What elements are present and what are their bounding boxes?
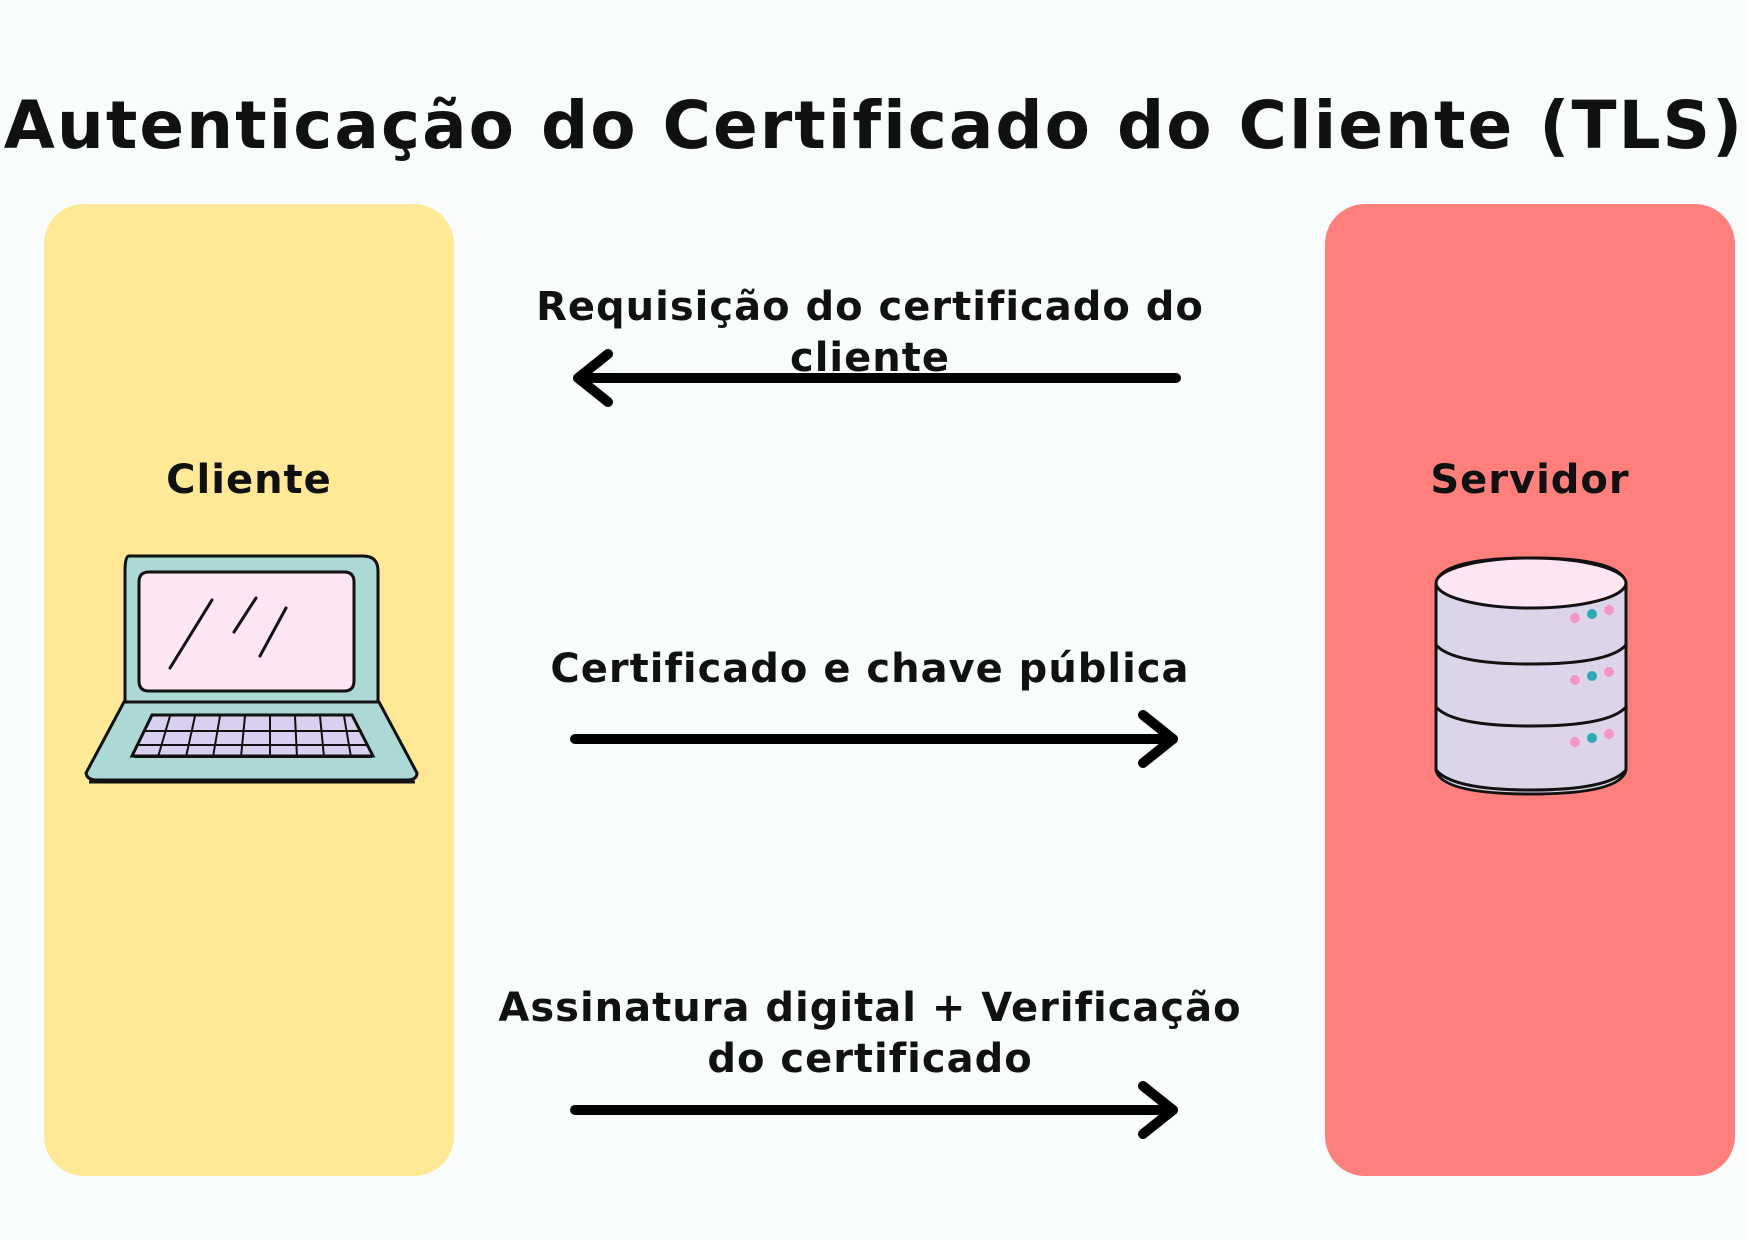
laptop-icon (84, 554, 419, 784)
server-database-icon (1434, 556, 1628, 796)
right-arrow-icon (570, 710, 1178, 768)
right-arrow-icon (570, 1081, 1178, 1139)
client-certificate-request-label: Requisição do certificado do cliente (536, 284, 1204, 381)
left-arrow-icon (573, 349, 1181, 407)
server-panel: Servidor (1325, 204, 1735, 1176)
server-label: Servidor (1430, 457, 1630, 503)
client-panel: Cliente (44, 204, 454, 1176)
diagram-title: Autenticação do Certificado do Cliente (… (3, 87, 1745, 165)
digital-signature-verification-label: Assinatura digital + Verificação do cert… (498, 985, 1242, 1082)
client-label: Cliente (166, 457, 332, 503)
certificate-public-key-label: Certificado e chave pública (550, 646, 1190, 692)
